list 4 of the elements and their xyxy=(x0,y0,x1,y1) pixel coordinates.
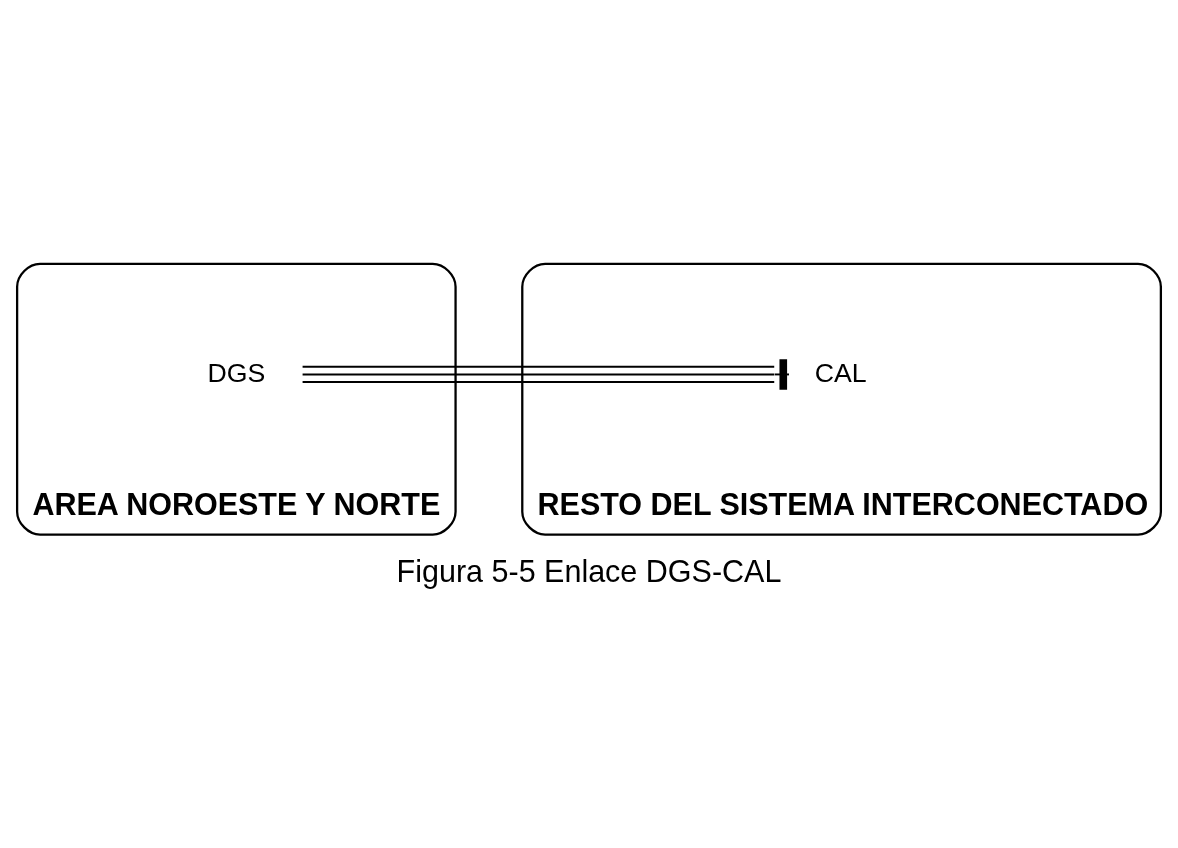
connector xyxy=(301,359,790,390)
node-text: DGS xyxy=(207,357,266,388)
caption: Figura 5-5 Enlace DGS-CAL xyxy=(396,553,782,588)
node-text: CAL xyxy=(814,357,867,388)
